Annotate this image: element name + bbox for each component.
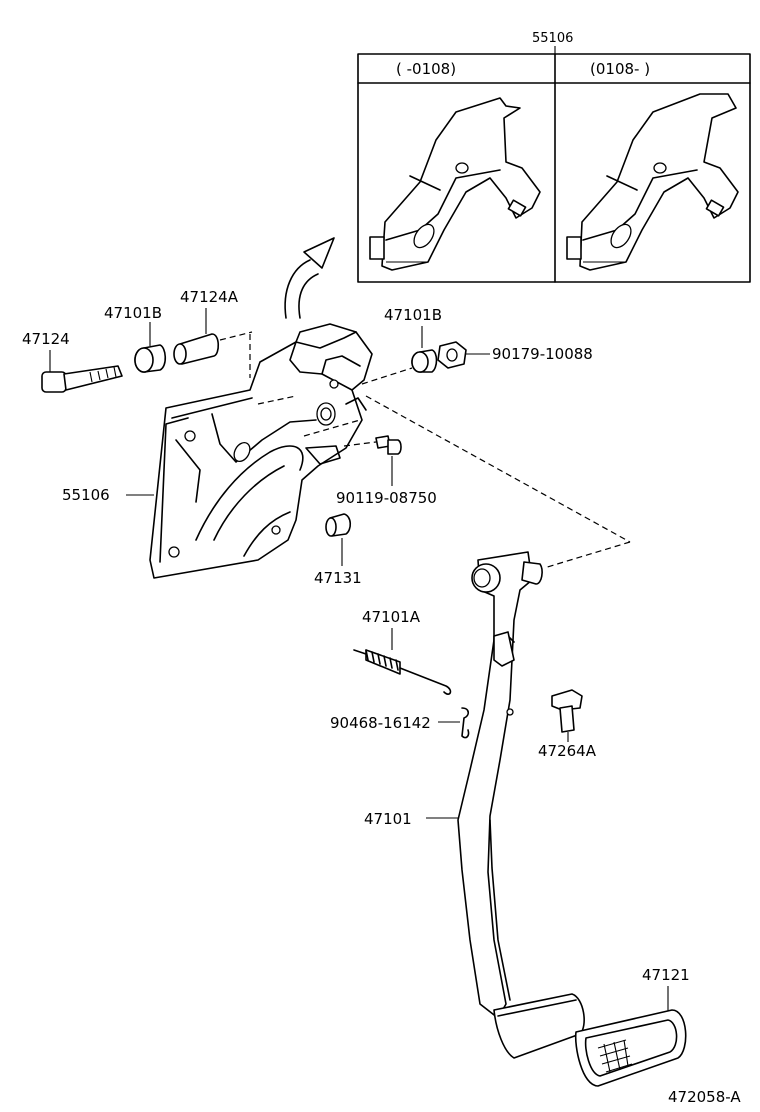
callout-cushion: 47264A: [538, 742, 597, 760]
variant-after-bracket: [566, 93, 739, 271]
cushion-47264a: 47264A: [538, 689, 597, 760]
pedal-pad-47121: 47121: [574, 966, 690, 1087]
bracket-55106: 55106: [62, 323, 373, 579]
variant-ref-label: 55106: [532, 31, 573, 46]
variant-before-bracket: [369, 97, 541, 271]
curved-arrow-icon: [284, 237, 335, 319]
callout-bolt: 47124: [22, 330, 70, 348]
callout-bracket: 55106: [62, 486, 110, 504]
callout-nut: 90179-10088: [492, 345, 593, 363]
callout-clip: 90468-16142: [330, 714, 431, 732]
clip-90468-16142: 90468-16142: [330, 707, 470, 739]
stopper-47131: 47131: [314, 513, 362, 587]
callout-pedal-arm: 47101: [364, 810, 412, 828]
bushing-left-47101b: 47101B: [104, 304, 167, 373]
nut-90179-10088: 90179-10088: [437, 341, 593, 369]
callout-bushing-left: 47101B: [104, 304, 162, 322]
callout-screw: 90119-08750: [336, 489, 437, 507]
assembly-guide-lines: [303, 395, 631, 569]
callout-bushing-right: 47101B: [384, 306, 442, 324]
spring-47101a: 47101A: [353, 608, 452, 695]
callout-spring: 47101A: [362, 608, 421, 626]
callout-collar: 47124A: [180, 288, 239, 306]
screw-90119-08750: 90119-08750: [336, 435, 437, 507]
variant-inset-frame: [357, 53, 751, 283]
variant-before-label: ( -0108): [396, 60, 456, 78]
pedal-arm-47101: 47101: [364, 551, 585, 1059]
callout-pedal-pad: 47121: [642, 966, 690, 984]
variant-inset-box: 55106 ( -0108) (0108- ): [357, 31, 751, 283]
figure-id-label: 472058-A: [668, 1088, 741, 1106]
bushing-right-47101b: 47101B: [361, 306, 442, 385]
collar-47124a: 47124A: [173, 288, 253, 365]
callout-stopper: 47131: [314, 569, 362, 587]
bolt-47124: 47124: [22, 330, 123, 393]
variant-after-label: (0108- ): [590, 60, 650, 78]
